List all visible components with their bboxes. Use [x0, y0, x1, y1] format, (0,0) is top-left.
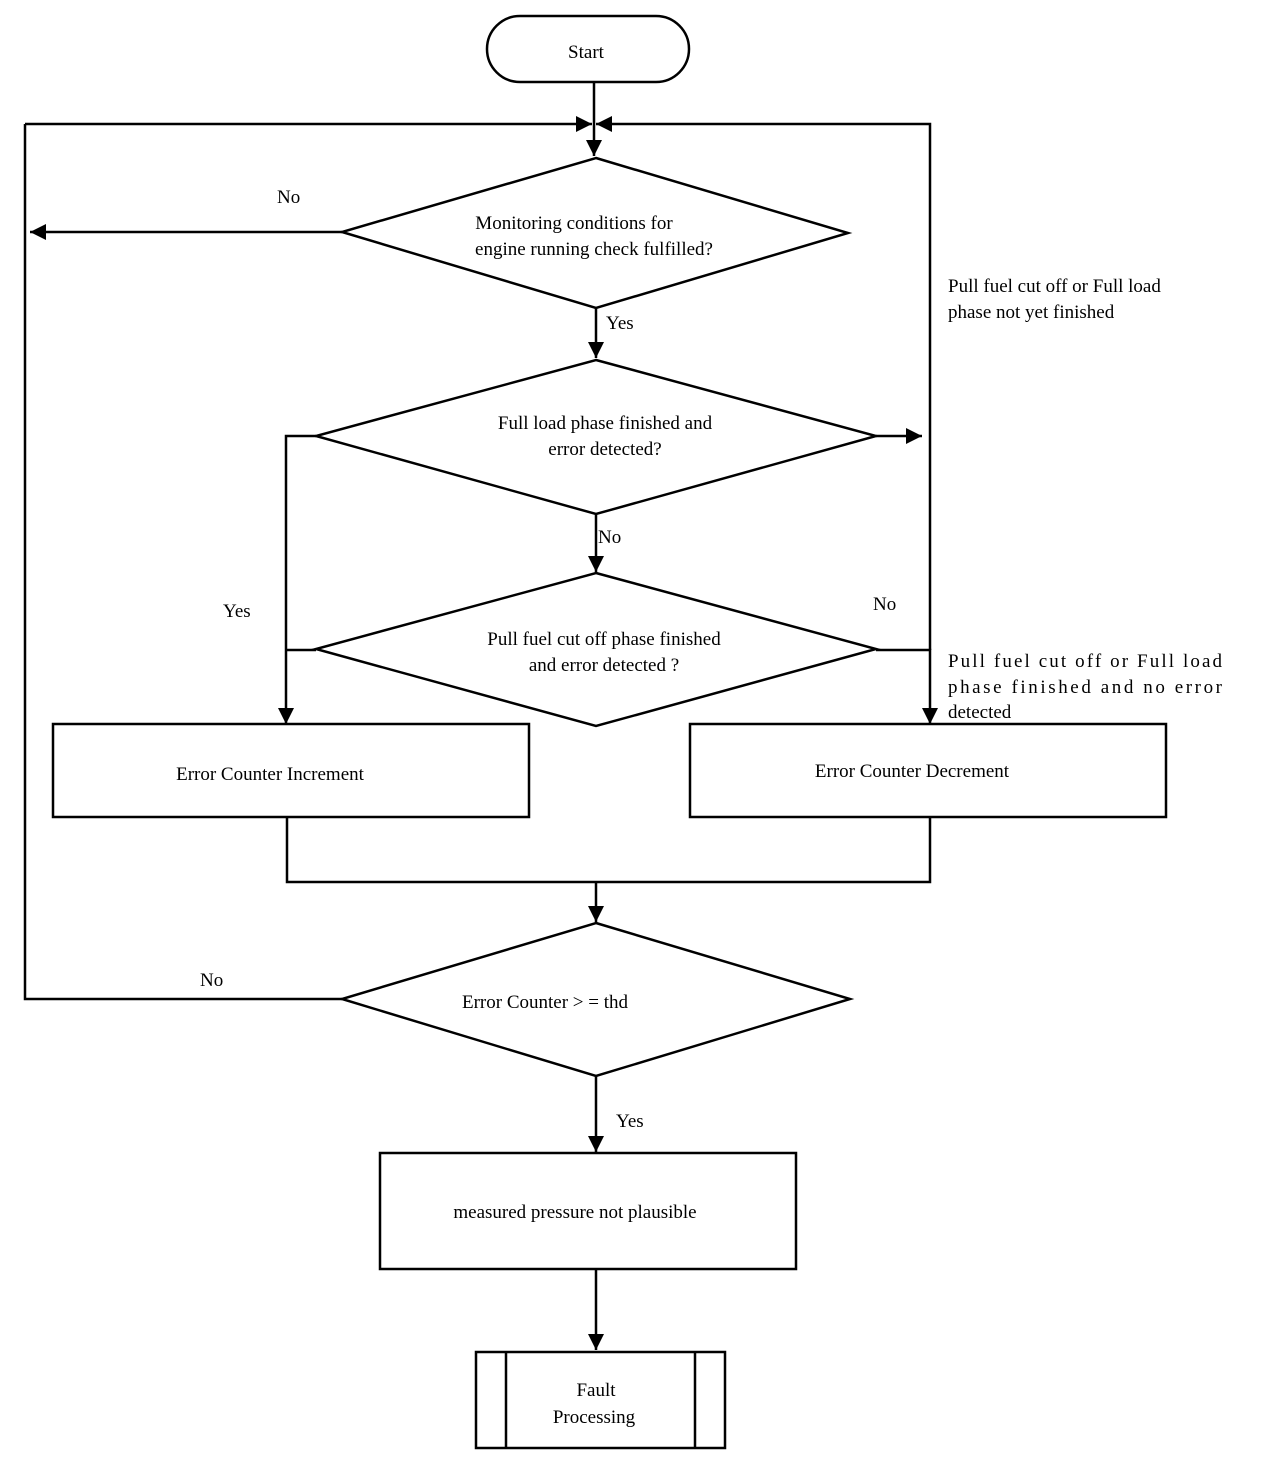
connector-full-load-yes: [278, 434, 316, 724]
decision-monitoring-line1: Monitoring conditions for: [475, 213, 673, 234]
process-not-plausible: [378, 1151, 798, 1271]
start-terminator: [485, 14, 691, 84]
connector-right-loop-top: [596, 116, 932, 650]
process-increment: [51, 722, 531, 819]
edge-label-threshold-yes: Yes: [616, 1111, 644, 1132]
edge-label-full-load-no: No: [598, 527, 621, 548]
decision-full-load: [311, 358, 881, 516]
decision-threshold: [337, 921, 855, 1078]
decision-monitoring: [337, 156, 853, 310]
annotation-no-error-line2: phase finished and no error: [948, 677, 1223, 698]
edge-label-threshold-no: No: [200, 970, 223, 991]
edge-label-monitoring-no: No: [277, 187, 300, 208]
edge-label-yes-to-increment: Yes: [223, 601, 251, 622]
subprocess-fault: [474, 1350, 727, 1450]
process-not-plausible-label: measured pressure not plausible: [453, 1202, 696, 1223]
annotation-not-finished-line1: Pull fuel cut off or Full load: [948, 276, 1161, 297]
decision-pull-fuel-line2: and error detected ?: [529, 655, 679, 676]
annotation-no-error-line3: detected: [948, 702, 1012, 723]
decision-pull-fuel-line1: Pull fuel cut off phase finished: [487, 629, 721, 650]
connector-pull-fuel-no: [876, 648, 938, 724]
decision-pull-fuel: [311, 571, 881, 728]
connector-threshold-no: [23, 124, 342, 1001]
process-increment-label: Error Counter Increment: [176, 764, 365, 785]
process-decrement: [688, 722, 1168, 819]
annotation-not-finished-line2: phase not yet finished: [948, 302, 1115, 323]
edge-label-monitoring-yes: Yes: [606, 313, 634, 334]
edge-label-pull-fuel-no: No: [873, 594, 896, 615]
subprocess-fault-line2: Processing: [553, 1407, 636, 1428]
process-decrement-label: Error Counter Decrement: [815, 761, 1010, 782]
start-label: Start: [568, 42, 605, 63]
subprocess-fault-line1: Fault: [576, 1380, 616, 1401]
decision-full-load-line2: error detected?: [548, 439, 661, 460]
annotation-no-error-line1: Pull fuel cut off or Full load: [948, 651, 1223, 672]
decision-threshold-label: Error Counter > = thd: [462, 992, 629, 1013]
decision-full-load-line1: Full load phase finished and: [498, 413, 713, 434]
connector-increment-merge: [285, 818, 932, 884]
decision-monitoring-line2: engine running check fulfilled?: [475, 239, 713, 260]
